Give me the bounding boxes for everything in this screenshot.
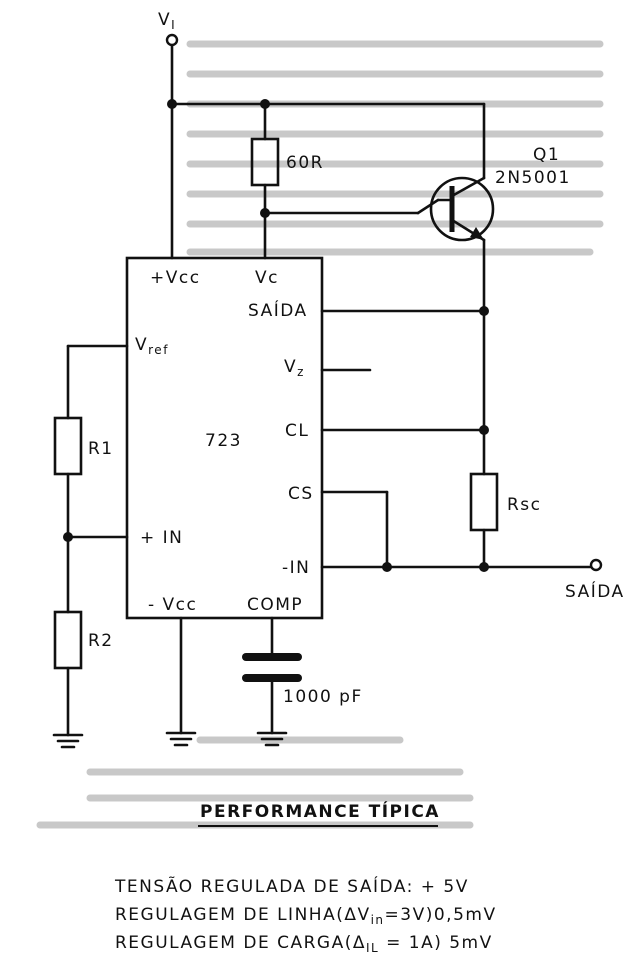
transistor-q1 [429, 176, 495, 242]
pin-saida-label: SAÍDA [248, 299, 308, 321]
wires [66, 43, 592, 737]
pin-minus-in-label: -IN [282, 558, 310, 578]
ground-icon [256, 731, 288, 747]
r1-label: R1 [88, 439, 114, 459]
pin-comp-label: COMP [247, 595, 303, 615]
ground-icon [165, 731, 197, 747]
pin-plus-in-label: + IN [140, 528, 183, 548]
output-label: SAÍDA [565, 580, 625, 602]
pin-vc-label: Vc [255, 268, 279, 288]
performance-line-3: REGULAGEM DE CARGA(ΔIL = 1A) 5mV [115, 933, 493, 955]
capacitor-1000pf [242, 653, 302, 682]
junction-dots [63, 99, 489, 572]
ic-name-label: 723 [205, 431, 242, 451]
pin-cl-label: CL [285, 421, 309, 441]
pin-vref-label: Vref [135, 335, 169, 357]
r-top-label: 60R [286, 153, 324, 173]
pin-minus-vcc-label: - Vcc [148, 595, 197, 615]
r2-label: R2 [88, 631, 114, 651]
ic-723-body [125, 256, 324, 620]
performance-line-1: TENSÃO REGULADA DE SAÍDA: + 5V [114, 875, 469, 897]
resistor-rsc [469, 472, 499, 532]
pin-vz-label: Vz [284, 357, 305, 379]
ground-icon [52, 733, 84, 749]
cap-label: 1000 pF [283, 687, 363, 707]
pin-cs-label: CS [288, 484, 314, 504]
performance-title: PERFORMANCE TÍPICA [200, 800, 440, 822]
rsc-label: Rsc [507, 495, 542, 515]
output-terminal [589, 558, 603, 572]
performance-line-2: REGULAGEM DE LINHA(ΔVin=3V)0,5mV [115, 905, 497, 927]
q1-label: Q1 [533, 145, 560, 165]
pin-vcc-label: +Vcc [150, 268, 201, 288]
resistor-r1 [53, 416, 83, 476]
resistor-60r [250, 137, 280, 187]
vi-label: VI [158, 10, 176, 32]
vi-terminal [165, 33, 179, 47]
resistor-r2 [53, 610, 83, 670]
q1-part-label: 2N5001 [495, 168, 571, 188]
